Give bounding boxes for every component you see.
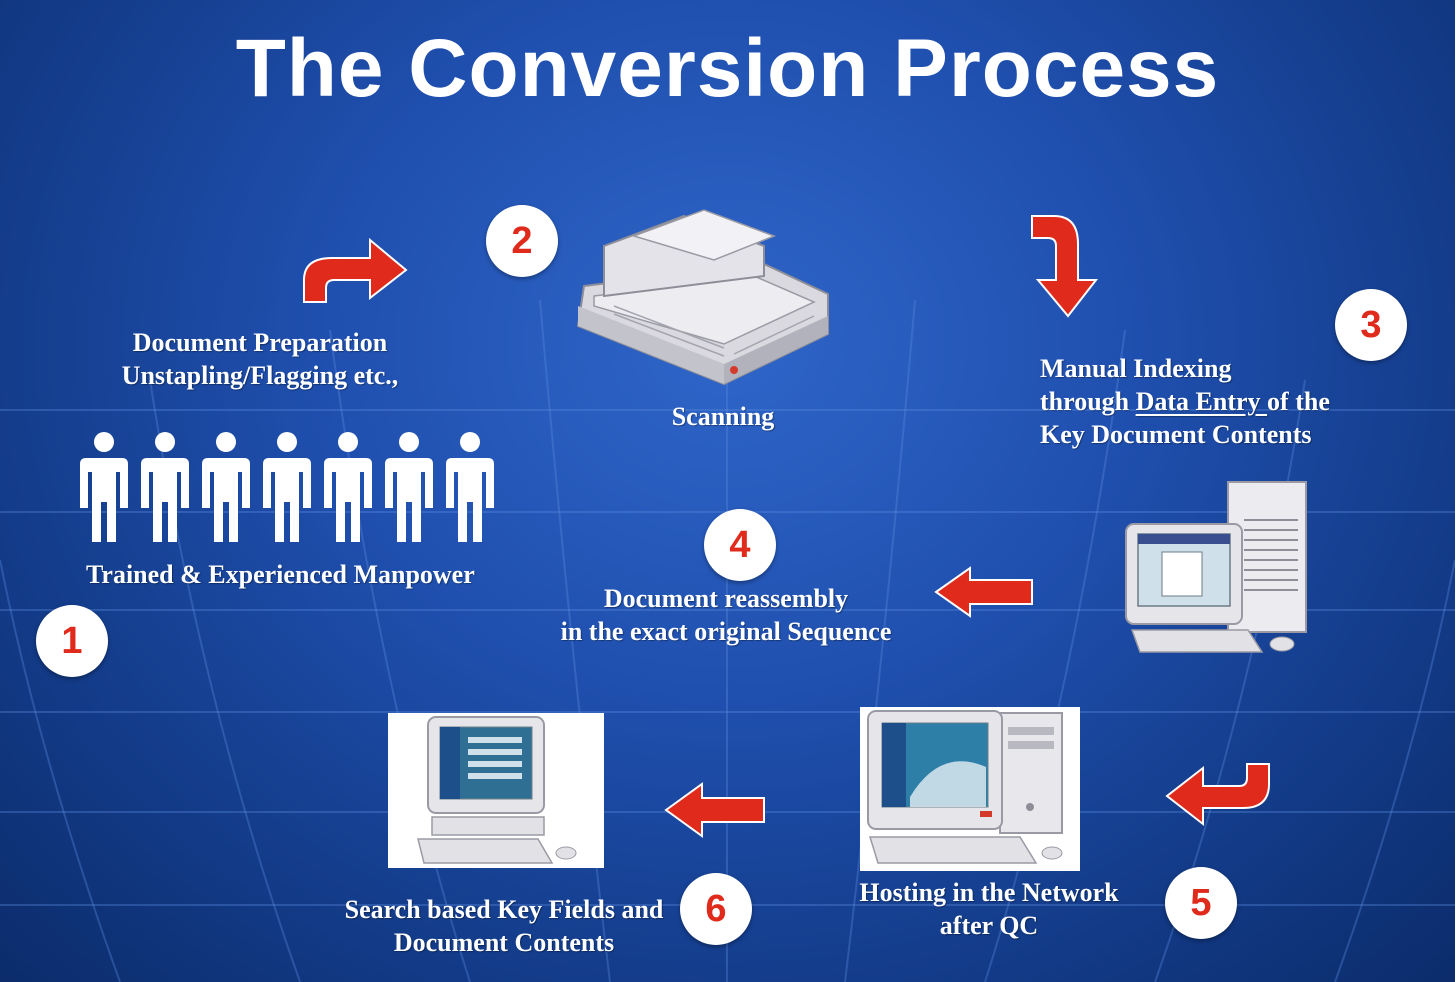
search-photo xyxy=(388,713,604,868)
step6-line2: Document Contents xyxy=(393,928,615,957)
step4-line2: in the exact original Sequence xyxy=(560,617,892,646)
computer-icon xyxy=(417,716,577,864)
computer-icon xyxy=(1125,481,1307,653)
left-arrow-icon xyxy=(934,566,1033,618)
computer-icon xyxy=(867,710,1063,864)
step6-badge: 6 xyxy=(680,873,752,945)
page-title: The Conversion Process xyxy=(235,23,1220,114)
step1-line2: Unstapling/Flagging etc., xyxy=(121,361,399,390)
step6-line1: Search based Key Fields and xyxy=(344,895,664,924)
manpower-icons xyxy=(80,432,500,544)
curved-arrow-icon xyxy=(303,237,408,303)
step6-text: Search based Key Fields and Document Con… xyxy=(318,893,690,959)
step2-badge: 2 xyxy=(486,205,558,277)
step3-line2-pre: through xyxy=(1040,387,1136,416)
step3-line2-post: of the xyxy=(1267,387,1330,416)
person-icon xyxy=(263,432,311,542)
step3-line1: Manual Indexing xyxy=(1040,354,1232,383)
person-icon xyxy=(324,432,372,542)
step3-line3: Key Document Contents xyxy=(1040,420,1312,449)
scanner-icon xyxy=(576,209,829,386)
data-entry-link: Data Entry xyxy=(1135,387,1268,416)
step1-text: Document Preparation Unstapling/Flagging… xyxy=(80,326,440,392)
person-icon xyxy=(385,432,433,542)
left-arrow-icon xyxy=(664,782,765,838)
person-icon xyxy=(80,432,128,542)
step5-badge: 5 xyxy=(1165,867,1237,939)
person-icon xyxy=(141,432,189,542)
step2-caption: Scanning xyxy=(671,402,775,431)
network-photo xyxy=(860,707,1080,871)
curved-arrow-icon xyxy=(1165,763,1270,827)
step1-line1: Document Preparation xyxy=(132,328,388,357)
step5-line1: Hosting in the Network xyxy=(859,878,1119,907)
curved-arrow-icon xyxy=(1031,215,1099,318)
step1-badge: 1 xyxy=(36,605,108,677)
step3-line2: through Data Entry of the xyxy=(1040,385,1400,418)
step4-line1: Document reassembly xyxy=(603,584,849,613)
step3-text: Manual Indexing through Data Entry of th… xyxy=(1040,352,1400,451)
person-icon xyxy=(202,432,250,542)
step4-badge: 4 xyxy=(704,509,776,581)
person-icon xyxy=(446,432,494,542)
step5-text: Hosting in the Network after QC xyxy=(830,876,1148,942)
step1-caption: Trained & Experienced Manpower xyxy=(86,560,475,589)
step5-line2: after QC xyxy=(939,911,1039,940)
step4-text: Document reassembly in the exact origina… xyxy=(520,582,932,648)
step3-badge: 3 xyxy=(1335,289,1407,361)
